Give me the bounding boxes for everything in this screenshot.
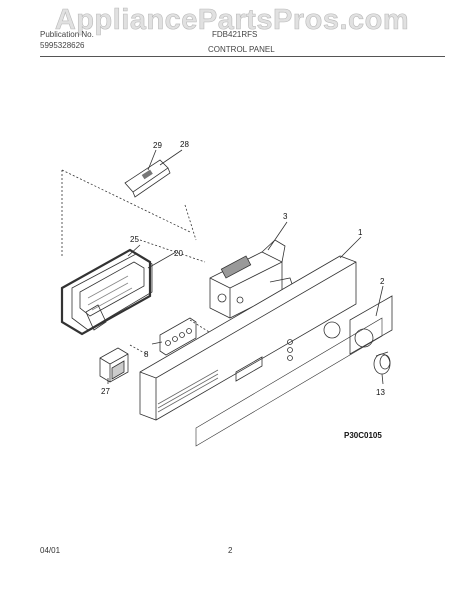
callout-8: 8 bbox=[144, 350, 149, 359]
footer-page-number: 2 bbox=[228, 546, 233, 555]
callout-20: 20 bbox=[174, 249, 183, 258]
control-panel-part bbox=[139, 255, 357, 421]
overlay-dial-opening bbox=[354, 328, 374, 348]
publication-label: Publication No. bbox=[40, 30, 94, 39]
diagram-code: P30C0105 bbox=[344, 431, 382, 440]
overlay-panel-part bbox=[349, 295, 393, 355]
header-rule bbox=[40, 56, 445, 57]
gasket-part bbox=[60, 248, 152, 336]
callout-2: 2 bbox=[380, 277, 385, 286]
switch-cover-part bbox=[124, 159, 171, 198]
leader-line bbox=[151, 341, 163, 345]
model-number: FDB421RFS bbox=[212, 30, 258, 39]
control-knob-part bbox=[373, 351, 391, 375]
leader-line bbox=[381, 373, 384, 385]
footer-date: 04/01 bbox=[40, 546, 61, 555]
membrane-switch-part bbox=[159, 317, 197, 356]
latch-part bbox=[99, 347, 129, 383]
callout-28: 28 bbox=[180, 140, 189, 149]
guide-line bbox=[139, 239, 206, 263]
control-module-part bbox=[209, 239, 295, 319]
leader-line bbox=[375, 285, 384, 317]
callout-25: 25 bbox=[130, 235, 139, 244]
guide-line bbox=[61, 169, 191, 233]
callout-1: 1 bbox=[358, 228, 363, 237]
control-housing-part bbox=[71, 253, 153, 331]
leader-line bbox=[147, 251, 177, 269]
callout-3: 3 bbox=[283, 212, 288, 221]
leader-line bbox=[339, 236, 362, 259]
publication-number: 5995328626 bbox=[40, 41, 85, 50]
callout-27: 27 bbox=[101, 387, 110, 396]
section-title: CONTROL PANEL bbox=[208, 45, 275, 54]
callout-29: 29 bbox=[153, 141, 162, 150]
guide-line bbox=[129, 344, 149, 356]
leader-line bbox=[127, 244, 141, 257]
callout-13: 13 bbox=[376, 388, 385, 397]
guide-line bbox=[184, 204, 197, 241]
leader-line bbox=[267, 221, 288, 251]
leader-line bbox=[159, 149, 183, 166]
leader-line bbox=[147, 149, 157, 171]
